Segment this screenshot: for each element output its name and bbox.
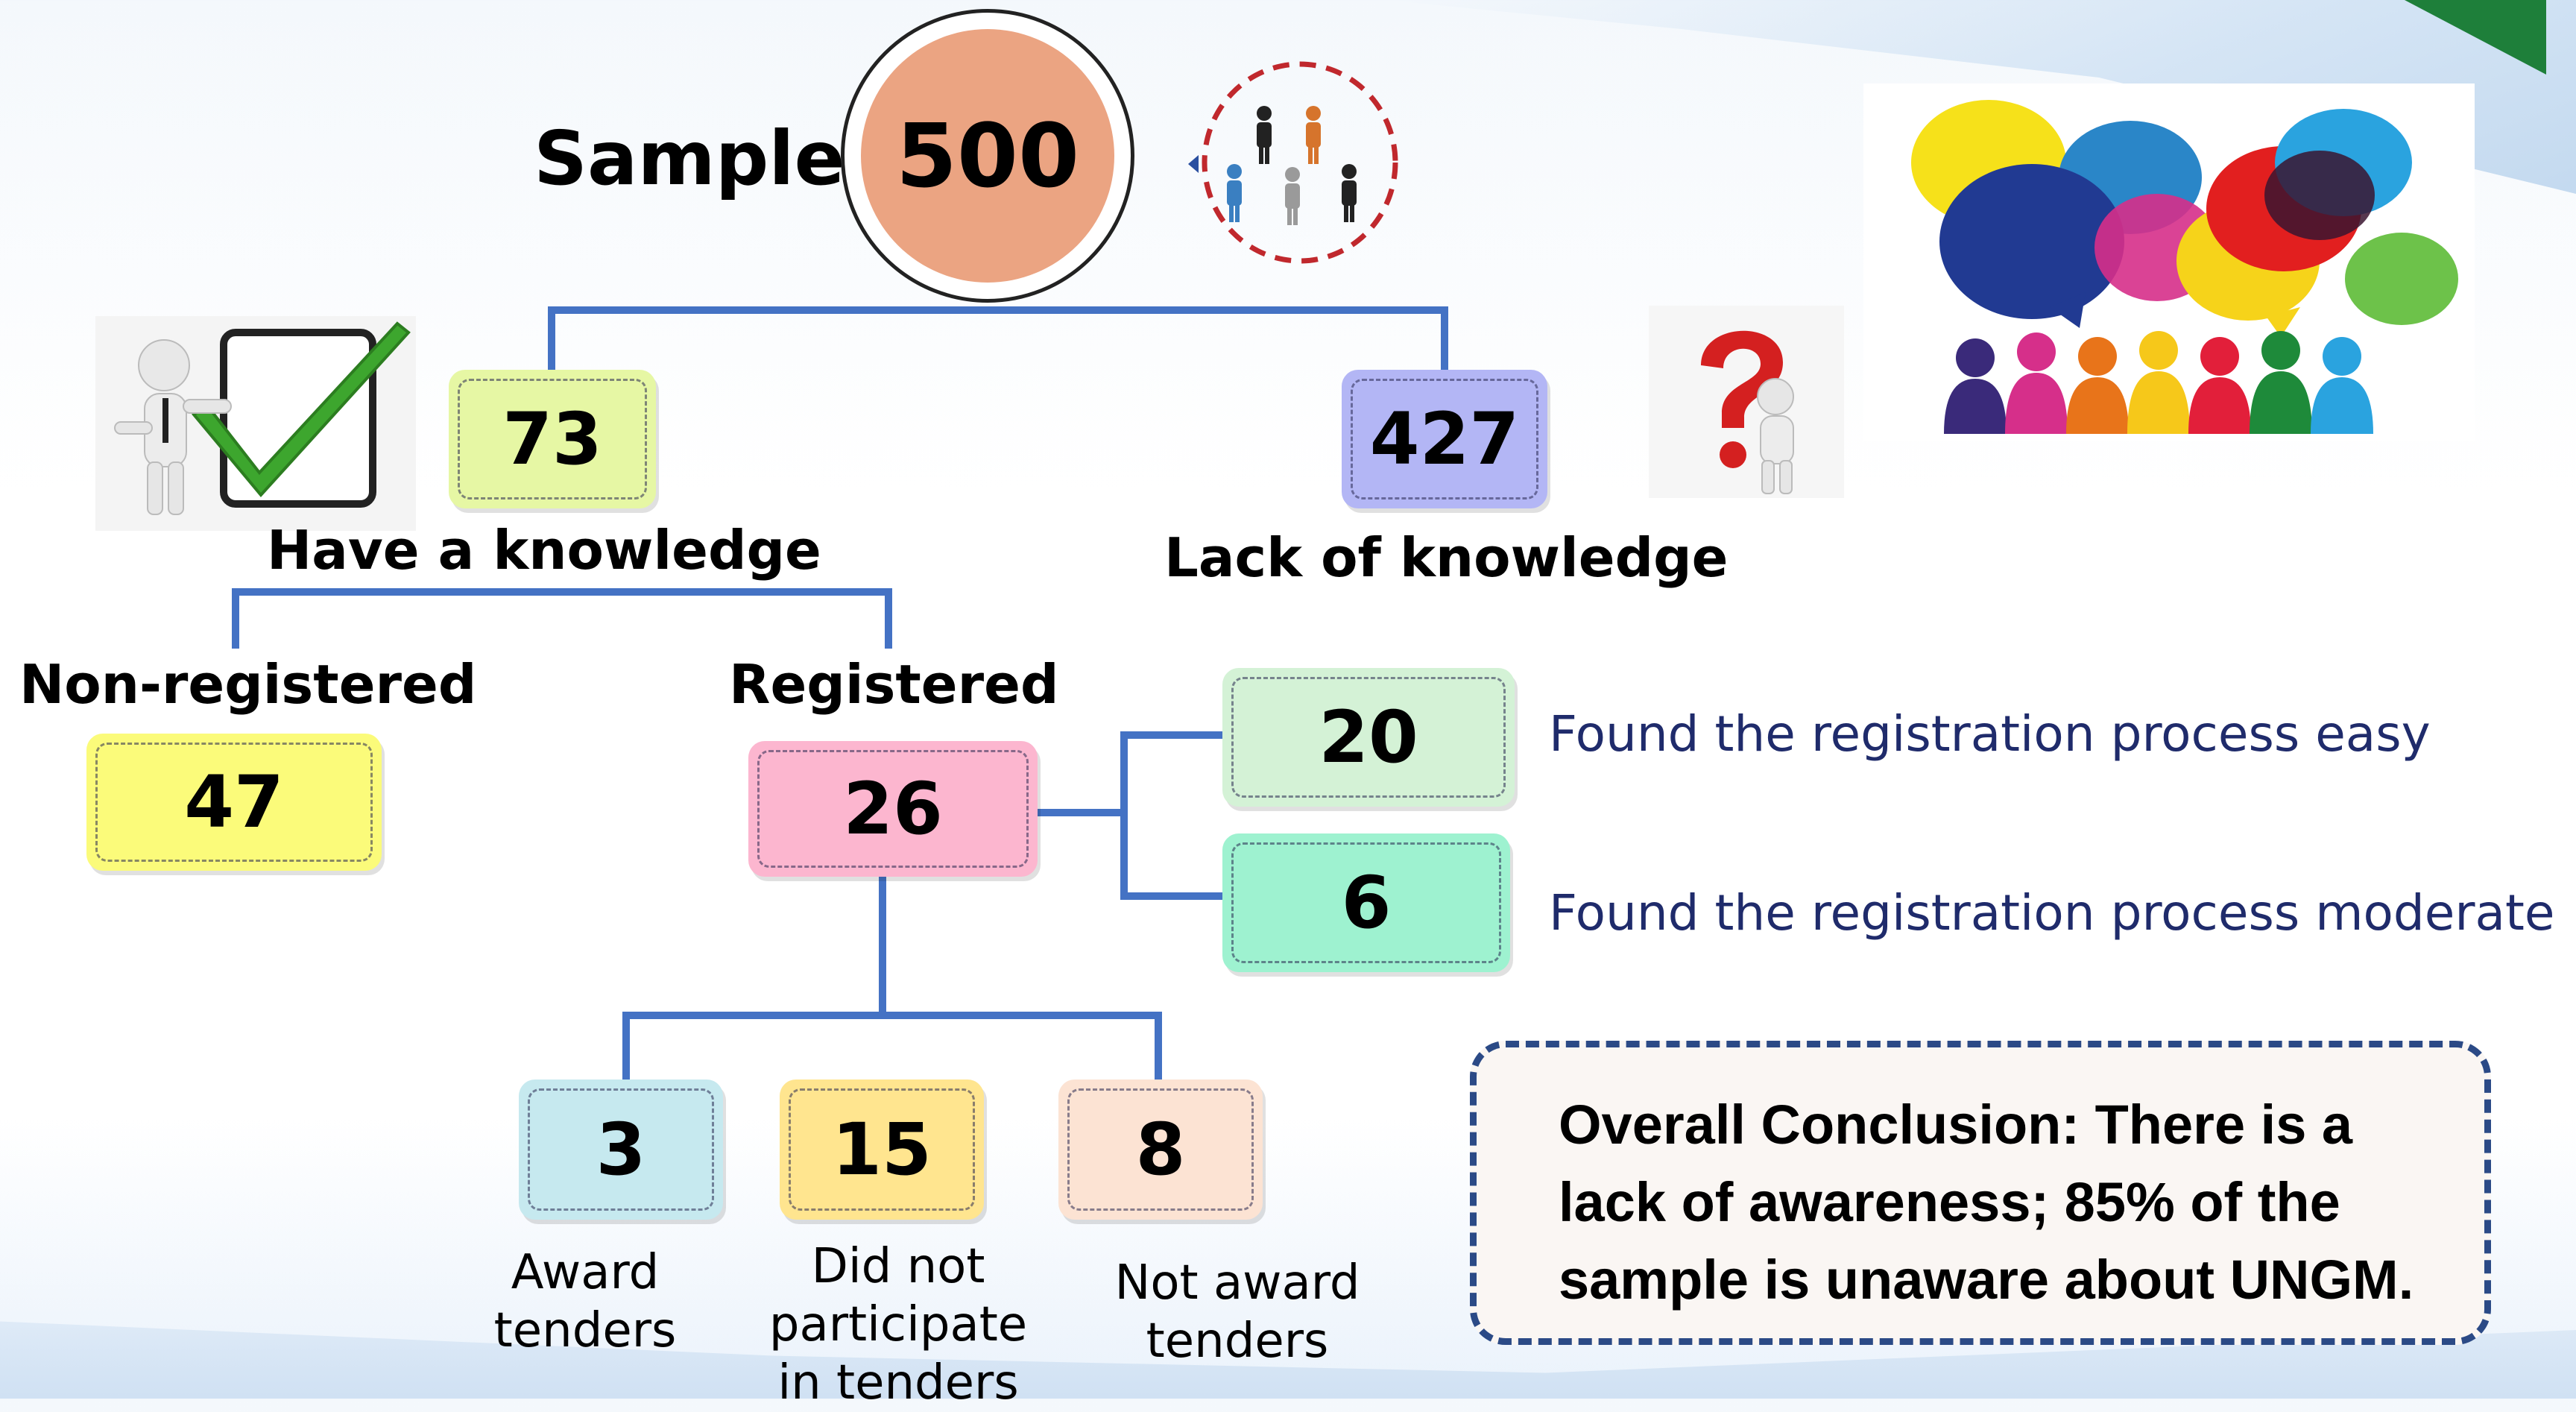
process-easy-value: 20 — [1319, 696, 1418, 779]
conclusion-line: Overall Conclusion: There is a — [1559, 1094, 2353, 1156]
not-participate-caption: Did not participate in tenders — [745, 1238, 1051, 1412]
non-registered-value: 47 — [184, 760, 284, 844]
process-moderate-value: 6 — [1341, 861, 1392, 945]
checkmark-figure-icon — [95, 316, 416, 531]
not-award-value: 8 — [1135, 1108, 1186, 1191]
not-participate-caption-line: Did not — [811, 1239, 985, 1294]
have-knowledge-value: 73 — [502, 397, 602, 481]
not-participate-box: 15 — [780, 1080, 984, 1220]
process-moderate-text: Found the registration process moderate — [1549, 884, 2555, 942]
not-award-caption-line: tenders — [1146, 1314, 1329, 1369]
have-knowledge-label: Have a knowledge — [267, 519, 821, 581]
award-tenders-value: 3 — [596, 1108, 646, 1191]
connector-sample-branches — [548, 306, 1448, 370]
not-award-box: 8 — [1058, 1080, 1263, 1220]
overall-conclusion-box: Overall Conclusion: There is a lack of a… — [1470, 1041, 2491, 1345]
conclusion-line: lack of awareness; 85% of the — [1559, 1171, 2340, 1233]
not-award-caption: Not award tenders — [1096, 1254, 1379, 1370]
sample-label: Sample — [534, 115, 845, 202]
process-easy-box: 20 — [1222, 668, 1515, 807]
speech-bubbles-crowd-icon — [1863, 83, 2475, 441]
sample-circle: 500 — [841, 9, 1134, 303]
award-tenders-box: 3 — [519, 1080, 723, 1220]
sample-value: 500 — [861, 29, 1114, 283]
connector-tender-branches — [622, 1012, 1162, 1091]
have-knowledge-box: 73 — [449, 370, 656, 508]
corner-accent — [2405, 0, 2546, 75]
not-participate-value: 15 — [832, 1108, 932, 1191]
lack-knowledge-value: 427 — [1369, 397, 1520, 481]
non-registered-box: 47 — [86, 734, 382, 871]
not-participate-caption-line: in tenders — [777, 1355, 1019, 1411]
registered-value: 26 — [843, 767, 943, 851]
not-participate-caption-line: participate — [768, 1297, 1028, 1352]
award-tenders-caption: Award tenders — [470, 1244, 701, 1360]
process-moderate-box: 6 — [1222, 833, 1510, 972]
lack-knowledge-label: Lack of knowledge — [1164, 526, 1729, 589]
conclusion-line: sample is unaware about UNGM. — [1559, 1249, 2414, 1311]
lack-knowledge-box: 427 — [1342, 370, 1547, 508]
connector-process-branches — [1120, 731, 1231, 900]
award-tenders-caption-line: Award — [511, 1245, 660, 1300]
connector-knowledge-branches — [232, 588, 892, 649]
process-easy-text: Found the registration process easy — [1549, 705, 2431, 763]
non-registered-label: Non-registered — [19, 653, 477, 716]
people-group-icon — [1188, 61, 1398, 264]
not-award-caption-line: Not award — [1114, 1255, 1360, 1311]
award-tenders-caption-line: tenders — [493, 1303, 677, 1358]
registered-label: Registered — [729, 653, 1059, 716]
registered-box: 26 — [748, 741, 1038, 877]
question-figure-icon — [1649, 306, 1844, 498]
